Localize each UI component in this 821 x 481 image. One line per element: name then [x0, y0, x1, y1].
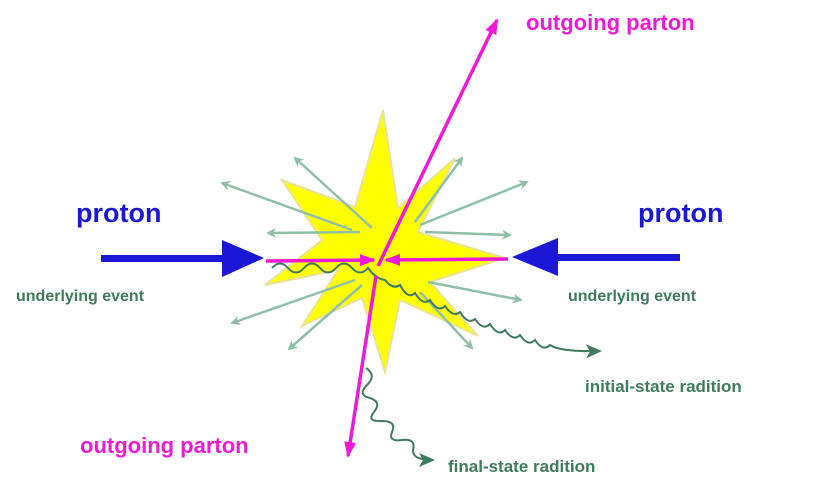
- ue-arrow: [266, 227, 361, 238]
- final-state-radiation-wave: [361, 367, 435, 467]
- final-state-radiation-label: final-state radition: [448, 457, 595, 476]
- ue-arrow: [427, 280, 523, 304]
- proton-left-arrow: [101, 240, 264, 277]
- outgoing-parton-up-line: [376, 18, 499, 267]
- parton-in-right: [384, 253, 509, 266]
- proton-right-arrow: [512, 238, 680, 276]
- ue-arrow: [287, 284, 363, 351]
- underlying-event-arrows: [220, 156, 529, 351]
- proton-label-right: proton: [638, 198, 723, 228]
- underlying-event-label-right: underlying event: [568, 288, 697, 305]
- ue-arrow: [419, 180, 529, 227]
- parton-in-left: [265, 254, 376, 267]
- outgoing-parton-label-bottom: outgoing parton: [80, 433, 249, 458]
- initial-state-radiation-label: initial-state radition: [585, 377, 742, 396]
- underlying-event-label-left: underlying event: [16, 288, 145, 305]
- initial-state-radiation-wave: [271, 262, 602, 359]
- outgoing-parton-down-line: [344, 275, 378, 458]
- proton-label-left: proton: [76, 198, 161, 228]
- ue-arrow: [424, 229, 512, 240]
- outgoing-parton-label-top: outgoing parton: [526, 10, 695, 35]
- ue-arrow: [293, 156, 373, 229]
- collision-burst: [264, 109, 509, 376]
- ue-arrow: [230, 278, 356, 326]
- ue-arrow: [413, 156, 464, 223]
- ue-arrow: [220, 181, 353, 232]
